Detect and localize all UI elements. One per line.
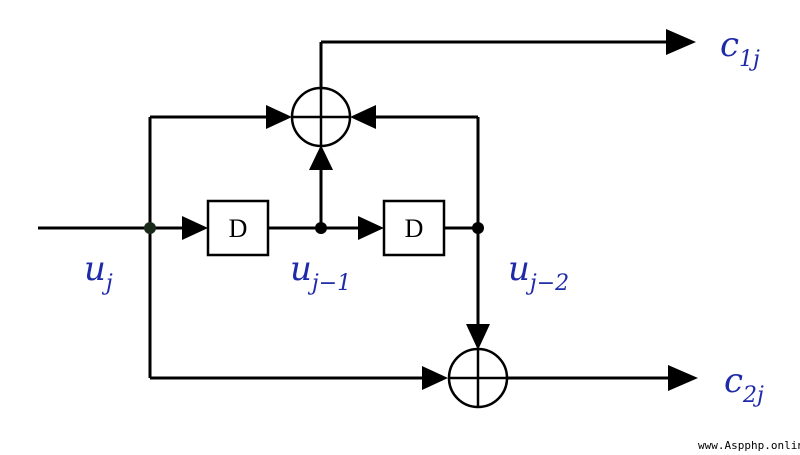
label-output-c1j: c1j xyxy=(720,25,760,72)
delay-1-text: D xyxy=(229,214,248,243)
label-output-c2j: c2j xyxy=(724,361,764,408)
label-tap2-uj-2: uj−2 xyxy=(508,249,569,296)
arrow-into-bottom-adder-top xyxy=(466,324,490,350)
junction-tap2 xyxy=(472,222,484,234)
arrow-output-c1 xyxy=(666,29,696,55)
arrow-into-top-adder-right xyxy=(350,105,376,129)
label-input-uj: uj xyxy=(84,249,113,296)
junction-input xyxy=(144,222,156,234)
arrow-into-delay1 xyxy=(182,216,208,240)
arrow-into-bottom-adder-left xyxy=(422,366,448,390)
arrow-into-top-adder-left xyxy=(266,105,292,129)
junction-tap1 xyxy=(315,222,327,234)
label-tap1-uj-1: uj−1 xyxy=(290,249,351,296)
arrow-into-top-adder-bottom xyxy=(309,145,333,170)
arrow-output-c2 xyxy=(668,365,698,391)
watermark: www.Aspphp.online xyxy=(698,439,800,452)
delay-2-text: D xyxy=(405,214,424,243)
arrow-into-delay2 xyxy=(358,216,384,240)
